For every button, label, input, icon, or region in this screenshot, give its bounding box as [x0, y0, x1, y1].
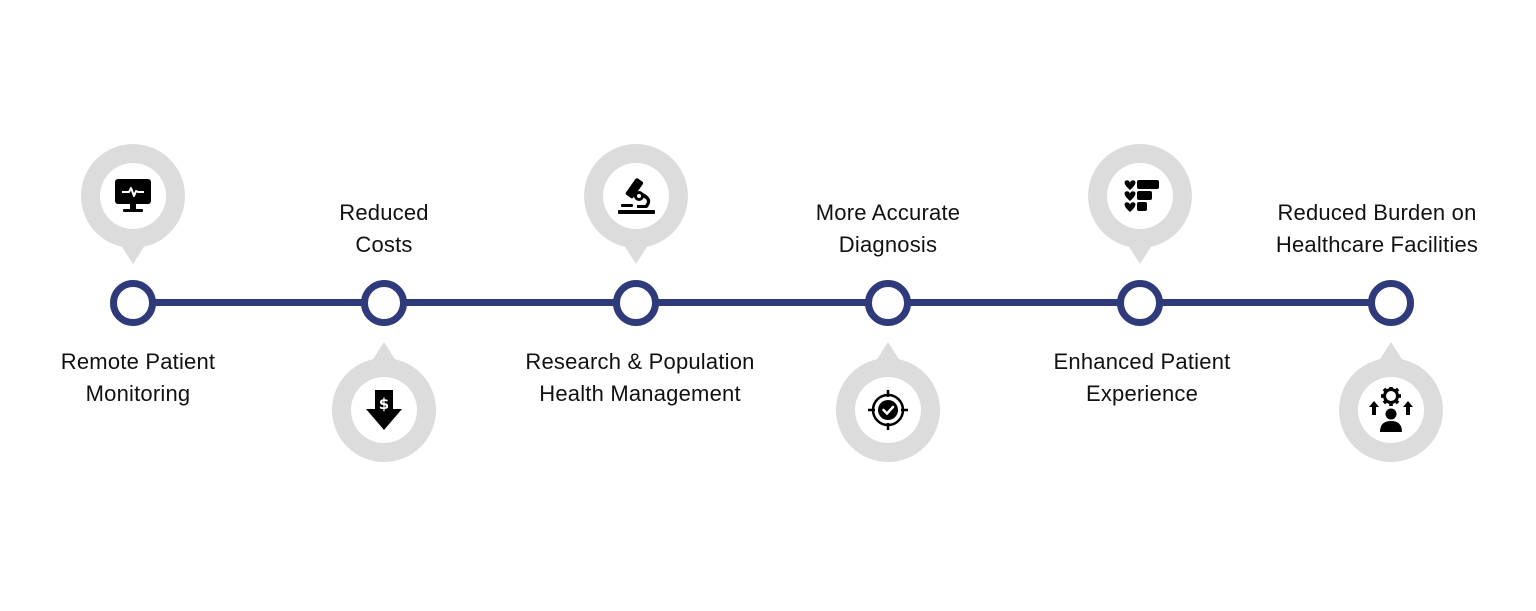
step-label-2: Reduced Costs — [339, 200, 429, 257]
step-label-5: Enhanced Patient Experience — [1053, 349, 1231, 406]
timeline-node-5 — [1117, 280, 1163, 326]
icon-pin-2: $ — [332, 342, 436, 462]
target-check-icon — [866, 388, 910, 432]
step-label-3: Research & Population Health Management — [525, 349, 755, 406]
timeline-node-6 — [1368, 280, 1414, 326]
icon-pin-4 — [836, 342, 940, 462]
person-gear-arrows-icon — [1369, 387, 1413, 433]
icon-pin-5 — [1088, 144, 1192, 264]
timeline-node-4 — [865, 280, 911, 326]
timeline-node-3 — [613, 280, 659, 326]
microscope-icon — [615, 175, 657, 217]
step-label-1: Remote Patient Monitoring — [60, 349, 216, 406]
timeline-node-2 — [361, 280, 407, 326]
icon-pin-6 — [1339, 342, 1443, 462]
timeline-node-1 — [110, 280, 156, 326]
dollar-down-arrow-icon: $ — [365, 389, 403, 431]
step-label-6: Reduced Burden on Healthcare Facilities — [1275, 200, 1479, 257]
timeline-line — [133, 299, 1391, 306]
icon-pin-3 — [584, 144, 688, 264]
step-label-4: More Accurate Diagnosis — [815, 200, 961, 257]
svg-text:$: $ — [379, 395, 389, 413]
heart-rating-list-icon — [1120, 178, 1160, 214]
icon-pin-1 — [81, 144, 185, 264]
monitor-heartbeat-icon — [113, 178, 153, 214]
